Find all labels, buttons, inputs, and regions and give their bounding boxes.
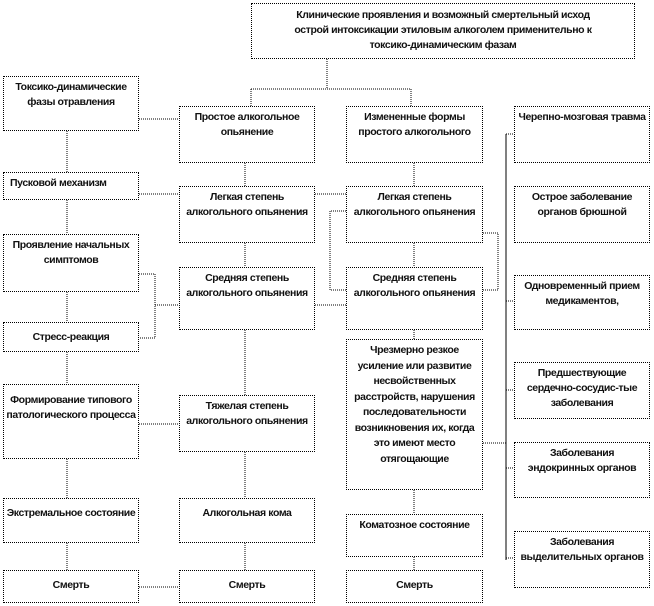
simple-box: Средняя степень алкогольного опьянения [179, 267, 315, 330]
connector [250, 59, 412, 106]
factor-box: Предшествующие сердечно-сосудис-тые забо… [514, 362, 650, 419]
title-box: Клинические проявления и возможный смерт… [251, 3, 635, 59]
phase-box: Токсико-динамические фазы отравления [3, 76, 139, 131]
modified-box: Измененные формы простого алкогольного [346, 106, 483, 163]
death-box: Смерть [179, 570, 315, 603]
factor-box: Одновременный прием медикаментов, [514, 275, 650, 330]
factor-box: Черепно-мозговая травма [514, 106, 650, 163]
simple-box: Легкая степень алкогольного опьянения [179, 186, 315, 243]
simple-box: Простое алкогольное опьянение [179, 106, 315, 163]
connector [139, 273, 179, 339]
modified-box: Коматозное состояние [346, 514, 483, 557]
factor-box: Заболевания выделительных органов [514, 531, 650, 588]
phase-box: Стресс-реакция [3, 322, 139, 352]
phase-box: Пусковой механизм [3, 172, 139, 200]
phase-box: Формирование типового патологического пр… [3, 384, 139, 459]
simple-box: Алкогольная кома [179, 498, 315, 543]
phase-box: Экстремальное состояние [3, 498, 139, 543]
factor-box: Заболевания эндокринных органов [514, 442, 650, 498]
modified-box: Средняя степень алкогольного опьянения [346, 267, 483, 330]
factor-box: Острое заболевание органов брюшной [514, 186, 650, 243]
modified-box: Легкая степень алкогольного опьянения [346, 186, 483, 243]
modified-box: Чрезмерно резкое усиление или развитие н… [346, 339, 483, 490]
simple-box: Тяжелая степень алкогольного опьянения [179, 395, 315, 452]
connector [483, 133, 514, 559]
connector [139, 118, 179, 588]
phase-box: Проявление начальных симптомов [3, 234, 139, 292]
death-box: Смерть [3, 570, 139, 603]
death-box: Смерть [346, 570, 483, 603]
